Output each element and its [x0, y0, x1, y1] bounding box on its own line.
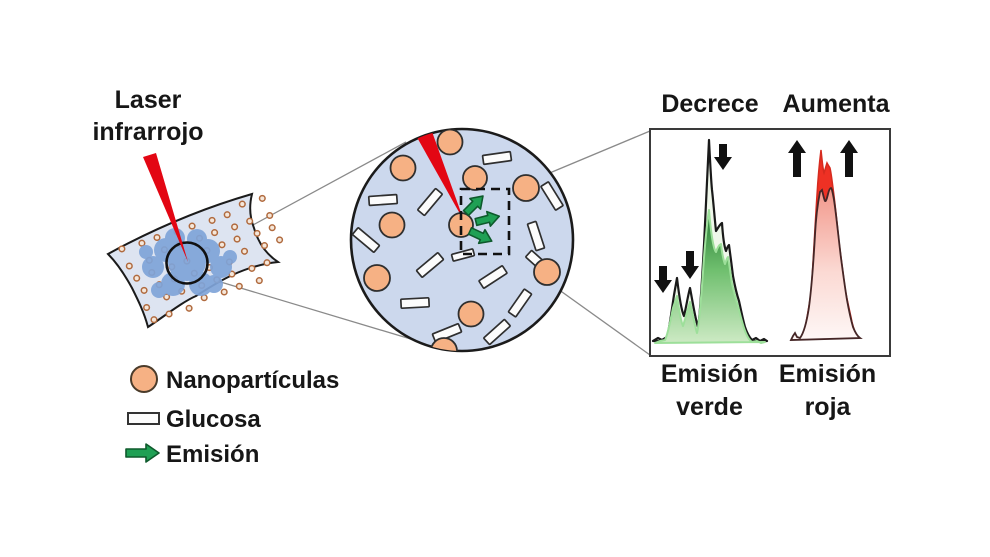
nanoparticle	[512, 174, 540, 202]
down-arrow-icon	[654, 266, 672, 293]
membrane-dot	[138, 239, 146, 247]
increase-label: Aumenta	[782, 90, 890, 118]
glucose-swatch	[127, 412, 160, 425]
red-emission-label: Emisión roja	[778, 360, 877, 421]
membrane-dot	[153, 233, 161, 242]
red-spectrum	[788, 140, 863, 341]
membrane-dot	[255, 277, 263, 285]
membrane-dot	[235, 282, 243, 290]
green-spectrum	[651, 138, 769, 344]
down-arrow-icon	[714, 144, 732, 170]
legend-swatches	[125, 365, 160, 463]
glucose-rod	[351, 227, 381, 253]
glucose-rod	[526, 220, 546, 252]
membrane-dot	[140, 286, 148, 294]
membrane-dot	[231, 223, 239, 231]
laser-beam-icon	[143, 153, 188, 262]
membrane-dot	[185, 304, 193, 312]
magnified-region-circle	[165, 241, 209, 285]
decrease-label: Decrece	[661, 90, 759, 118]
membrane-dot	[165, 310, 173, 318]
glucose-rod	[417, 187, 443, 217]
heated-spot	[139, 228, 237, 298]
glucose-rod	[415, 252, 445, 278]
glucose-rod	[483, 318, 511, 346]
membrane-dot	[268, 224, 276, 232]
nanoparticle	[462, 165, 488, 191]
green-emission-label: Emisión verde	[660, 360, 759, 421]
membrane-dot	[263, 259, 271, 267]
membrane-dot	[208, 216, 216, 224]
up-arrow-icon	[840, 140, 858, 177]
nanoparticle	[430, 337, 458, 351]
down-arrow-icon	[681, 251, 699, 279]
nanoparticle	[389, 154, 417, 182]
legend-label-nanoparticles: Nanopartículas	[166, 367, 340, 394]
nanoparticle	[378, 211, 406, 239]
membrane-dot	[258, 194, 266, 202]
glucose-rod	[399, 296, 431, 310]
membrane-dot	[133, 274, 141, 282]
glucose-rod	[540, 181, 564, 211]
roi-dashed-box	[459, 187, 511, 256]
laser-beam-magnified-icon	[414, 129, 464, 221]
glucose-rod	[431, 323, 463, 343]
membrane-dot	[150, 316, 158, 324]
glucose-rod	[478, 265, 508, 289]
membrane-dot	[223, 211, 231, 219]
membrane-dot	[238, 200, 246, 208]
membrane-dot	[143, 303, 151, 312]
glucose-rod	[481, 150, 513, 166]
membrane-dot	[248, 264, 256, 272]
nanoparticle	[363, 264, 391, 292]
membrane-dot	[125, 262, 133, 270]
membrane-dot	[220, 288, 228, 296]
emission-arrow-icon	[462, 195, 484, 217]
nanoparticle	[436, 129, 464, 156]
emission-arrow-icon	[474, 210, 501, 227]
glucose-rod	[507, 288, 533, 318]
membrane-dot	[211, 229, 219, 237]
membrane-dot	[240, 247, 249, 255]
membrane	[106, 153, 284, 329]
up-arrow-icon	[788, 140, 806, 177]
nanoparticle	[457, 300, 485, 328]
nanoparticles	[363, 129, 561, 351]
membrane-dot	[246, 217, 254, 225]
nanoparticle	[533, 258, 561, 286]
membrane-dot	[260, 242, 269, 250]
emission-arrows	[462, 195, 501, 245]
membrane-dot	[266, 211, 274, 220]
magnified-view	[349, 127, 575, 353]
legend-label-glucose: Glucosa	[166, 406, 261, 433]
laser-label: Laser infrarrojo	[92, 86, 204, 146]
membrane-dot	[188, 222, 196, 230]
nanoparticle-swatch	[130, 365, 158, 393]
spectra-panel	[649, 128, 891, 357]
emission-arrow-swatch	[125, 443, 160, 463]
emission-arrow-icon	[467, 227, 493, 245]
membrane-dot	[253, 229, 261, 237]
membrane-dot	[276, 236, 284, 244]
membrane-dot	[118, 245, 126, 253]
legend-label-emission: Emisión	[166, 441, 260, 468]
glucose-rod	[367, 193, 399, 207]
membrane-dot	[218, 241, 226, 249]
membrane-dot	[233, 235, 241, 243]
red-spectrum-before-curve	[789, 187, 863, 341]
green-spectrum-after-curve	[654, 209, 766, 344]
